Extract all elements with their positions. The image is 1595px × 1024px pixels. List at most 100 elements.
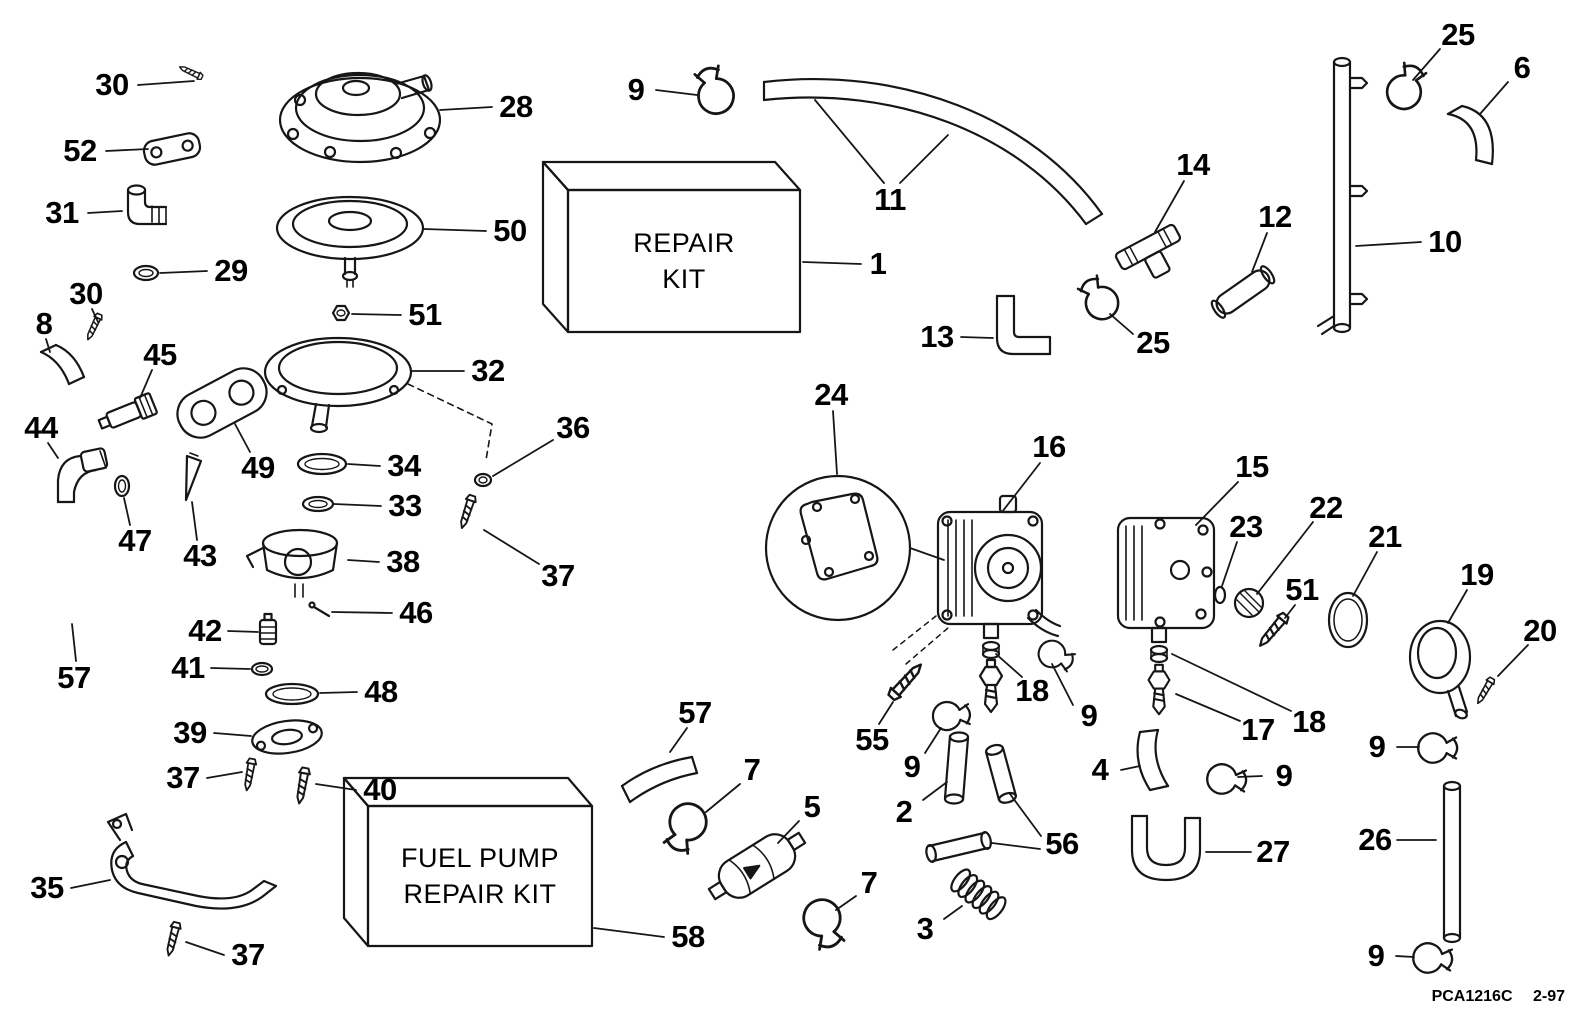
- part-callout-41: 41: [171, 650, 205, 685]
- part-callout-50: 50: [493, 213, 527, 248]
- part-callout-1: 1: [869, 246, 887, 281]
- grommet-22: [1233, 587, 1265, 619]
- spacer-18-right: [1149, 644, 1169, 664]
- part-callout-17: 17: [1241, 712, 1275, 747]
- part-callout-57: 57: [57, 660, 91, 695]
- fuel-pump-repair-kit-box: [342, 776, 594, 948]
- part-callout-26: 26: [1358, 822, 1392, 857]
- part-callout-37: 37: [541, 558, 575, 593]
- gasket-49: [176, 367, 268, 439]
- valve-42: [258, 612, 278, 646]
- part-callout-58: 58: [671, 919, 705, 954]
- carburetor-body-38: [245, 528, 339, 598]
- part-callout-31: 31: [45, 195, 79, 230]
- part-callout-49: 49: [241, 450, 275, 485]
- part-callout-6: 6: [1513, 50, 1531, 85]
- part-callout-25: 25: [1441, 17, 1475, 52]
- part-callout-30: 30: [69, 276, 103, 311]
- part-callout-45: 45: [143, 337, 177, 372]
- fuel-tube-26: [1442, 780, 1462, 944]
- o-ring-33: [301, 495, 335, 513]
- part-callout-18: 18: [1292, 704, 1326, 739]
- o-ring-36: [473, 472, 493, 488]
- part-callout-40: 40: [363, 772, 397, 807]
- part-callout-10: 10: [1428, 224, 1462, 259]
- part-callout-43: 43: [183, 538, 217, 573]
- gasket-48: [264, 682, 320, 706]
- part-callout-46: 46: [399, 595, 433, 630]
- hose-4: [1136, 728, 1170, 792]
- part-callout-44: 44: [24, 410, 58, 445]
- gasket-52: [142, 132, 202, 166]
- nut-51: [331, 304, 351, 322]
- part-callout-7: 7: [743, 752, 761, 787]
- gasket-detail-24: [764, 474, 945, 622]
- elbow-hose-6: [1446, 104, 1494, 166]
- bracket-35: [106, 812, 278, 910]
- part-callout-52: 52: [63, 133, 97, 168]
- fuel-filter-5: [707, 831, 807, 901]
- pump-body-32: [263, 336, 493, 461]
- pin-46: [308, 601, 331, 618]
- repair-kit-box: [541, 160, 802, 334]
- part-callout-11: 11: [874, 182, 906, 217]
- part-callout-27: 27: [1256, 834, 1290, 869]
- part-callout-34: 34: [387, 448, 421, 483]
- fuel-pump-15: [1116, 516, 1216, 644]
- part-callout-30: 30: [95, 67, 129, 102]
- part-callout-36: 36: [556, 410, 590, 445]
- part-callout-3: 3: [916, 911, 934, 946]
- part-callout-9: 9: [1275, 758, 1293, 793]
- part-callout-9: 9: [1368, 729, 1386, 764]
- part-callout-32: 32: [471, 353, 505, 388]
- spring-3: [950, 868, 1007, 921]
- part-callout-51: 51: [408, 297, 442, 332]
- gasket-34: [296, 452, 348, 476]
- hose-12: [1210, 265, 1276, 319]
- part-callout-9: 9: [1080, 698, 1098, 733]
- part-callout-42: 42: [188, 613, 222, 648]
- part-callout-56: 56: [1045, 826, 1079, 861]
- hose-56-lower: [925, 831, 992, 863]
- part-callout-23: 23: [1229, 509, 1263, 544]
- o-ring-29: [132, 264, 160, 282]
- elbow-fitting-44: [56, 447, 109, 504]
- o-ring-21: [1327, 591, 1369, 649]
- part-callout-47: 47: [118, 523, 152, 558]
- part-callout-39: 39: [173, 715, 207, 750]
- part-callout-8: 8: [35, 306, 53, 341]
- fuel-rail-10: [1316, 56, 1369, 336]
- fuel-pump-repair-kit-label: FUEL PUMP REPAIR KIT: [400, 842, 560, 909]
- diagram-date: 2-97: [1532, 988, 1565, 1005]
- part-callout-35: 35: [30, 870, 64, 905]
- hose-56-upper: [984, 743, 1018, 804]
- part-callout-9: 9: [627, 72, 645, 107]
- part-callout-7: 7: [860, 865, 878, 900]
- part-callout-37: 37: [231, 937, 265, 972]
- part-callout-57: 57: [678, 695, 712, 730]
- footer: PCA1216C 2-97: [1416, 988, 1565, 1006]
- hose-2: [943, 731, 970, 805]
- part-callout-48: 48: [364, 674, 398, 709]
- part-callout-25: 25: [1136, 325, 1170, 360]
- part-callout-22: 22: [1309, 490, 1343, 525]
- part-callout-51: 51: [1285, 572, 1319, 607]
- tee-fitting-14: [1114, 223, 1182, 279]
- part-callout-33: 33: [388, 488, 422, 523]
- part-callout-18: 18: [1015, 673, 1049, 708]
- o-ring-47: [113, 474, 131, 498]
- part-callout-19: 19: [1460, 557, 1494, 592]
- part-callout-12: 12: [1258, 199, 1292, 234]
- part-callout-24: 24: [814, 377, 848, 412]
- part-callout-29: 29: [214, 253, 248, 288]
- spacer-18-left: [981, 640, 1001, 660]
- part-callout-38: 38: [386, 544, 420, 579]
- fuel-pump-16: [892, 494, 1062, 665]
- cover-19: [1408, 619, 1472, 720]
- o-ring-23: [1213, 585, 1227, 605]
- diagram-code: PCA1216C: [1431, 988, 1513, 1005]
- part-callout-37: 37: [166, 760, 200, 795]
